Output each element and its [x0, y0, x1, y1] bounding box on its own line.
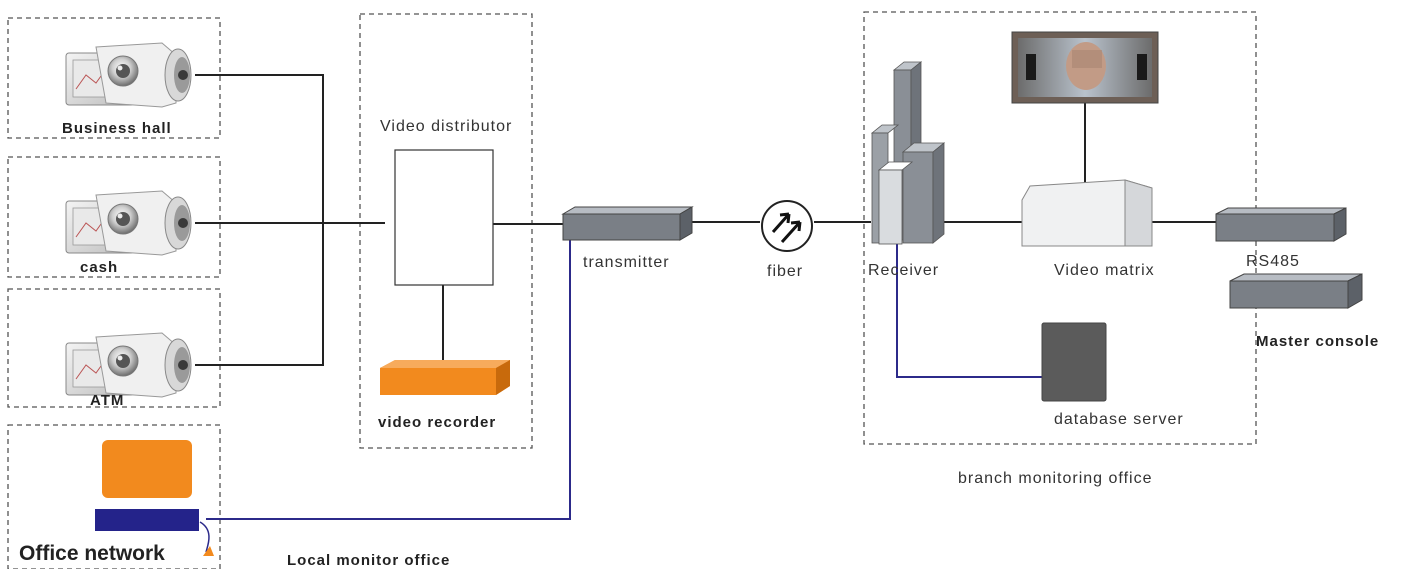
- atm-zone: [7, 288, 221, 408]
- receiver-to-database-line: [896, 240, 1042, 378]
- transmitter-icon: [561, 206, 694, 241]
- master-console-label: Master console: [1256, 333, 1379, 350]
- video-distributor-box: [394, 149, 494, 286]
- office-network-label: Office network: [19, 542, 165, 565]
- transmitter-label: transmitter: [583, 254, 670, 271]
- office-keyboard-icon: [95, 509, 199, 531]
- fiber-optic-icon: [761, 200, 813, 252]
- atm-camera-icon: [65, 332, 192, 398]
- database-server-icon: [1041, 322, 1107, 402]
- business-hall-zone: [7, 17, 221, 139]
- camera-bus-wire: [195, 74, 324, 366]
- cash-label: cash: [80, 259, 118, 276]
- business-hall-label: Business hall: [62, 120, 172, 137]
- rs485-label: RS485: [1246, 253, 1300, 270]
- local-monitor-office-zone: [359, 13, 533, 449]
- cash-zone: [7, 156, 221, 278]
- fiber-label: fiber: [767, 263, 803, 280]
- master-console-icon: [1229, 273, 1363, 309]
- office-network-zone: [7, 424, 221, 569]
- branch-monitoring-office-label: branch monitoring office: [958, 470, 1152, 487]
- receiver-icon: [870, 61, 946, 245]
- video-distributor-label: Video distributor: [380, 118, 512, 135]
- business-hall-camera-icon: [65, 42, 192, 108]
- receiver-label: Receiver: [868, 262, 939, 279]
- video-recorder-label: video recorder: [378, 414, 496, 431]
- atm-label: ATM: [90, 392, 124, 409]
- office-cable: [199, 521, 210, 553]
- video-matrix-icon: [1021, 179, 1153, 247]
- office-mouse-icon: [203, 546, 214, 556]
- office-monitor-icon: [102, 440, 192, 498]
- local-monitor-office-label: Local monitor office: [287, 552, 450, 569]
- office-network-line: [206, 237, 571, 520]
- database-server-label: database server: [1054, 411, 1184, 428]
- video-matrix-label: Video matrix: [1054, 262, 1155, 279]
- cash-camera-icon: [65, 190, 192, 256]
- video-wall-monitor-icon: [1011, 31, 1159, 104]
- video-recorder-icon: [380, 360, 510, 395]
- rs485-device-icon: [1215, 207, 1347, 242]
